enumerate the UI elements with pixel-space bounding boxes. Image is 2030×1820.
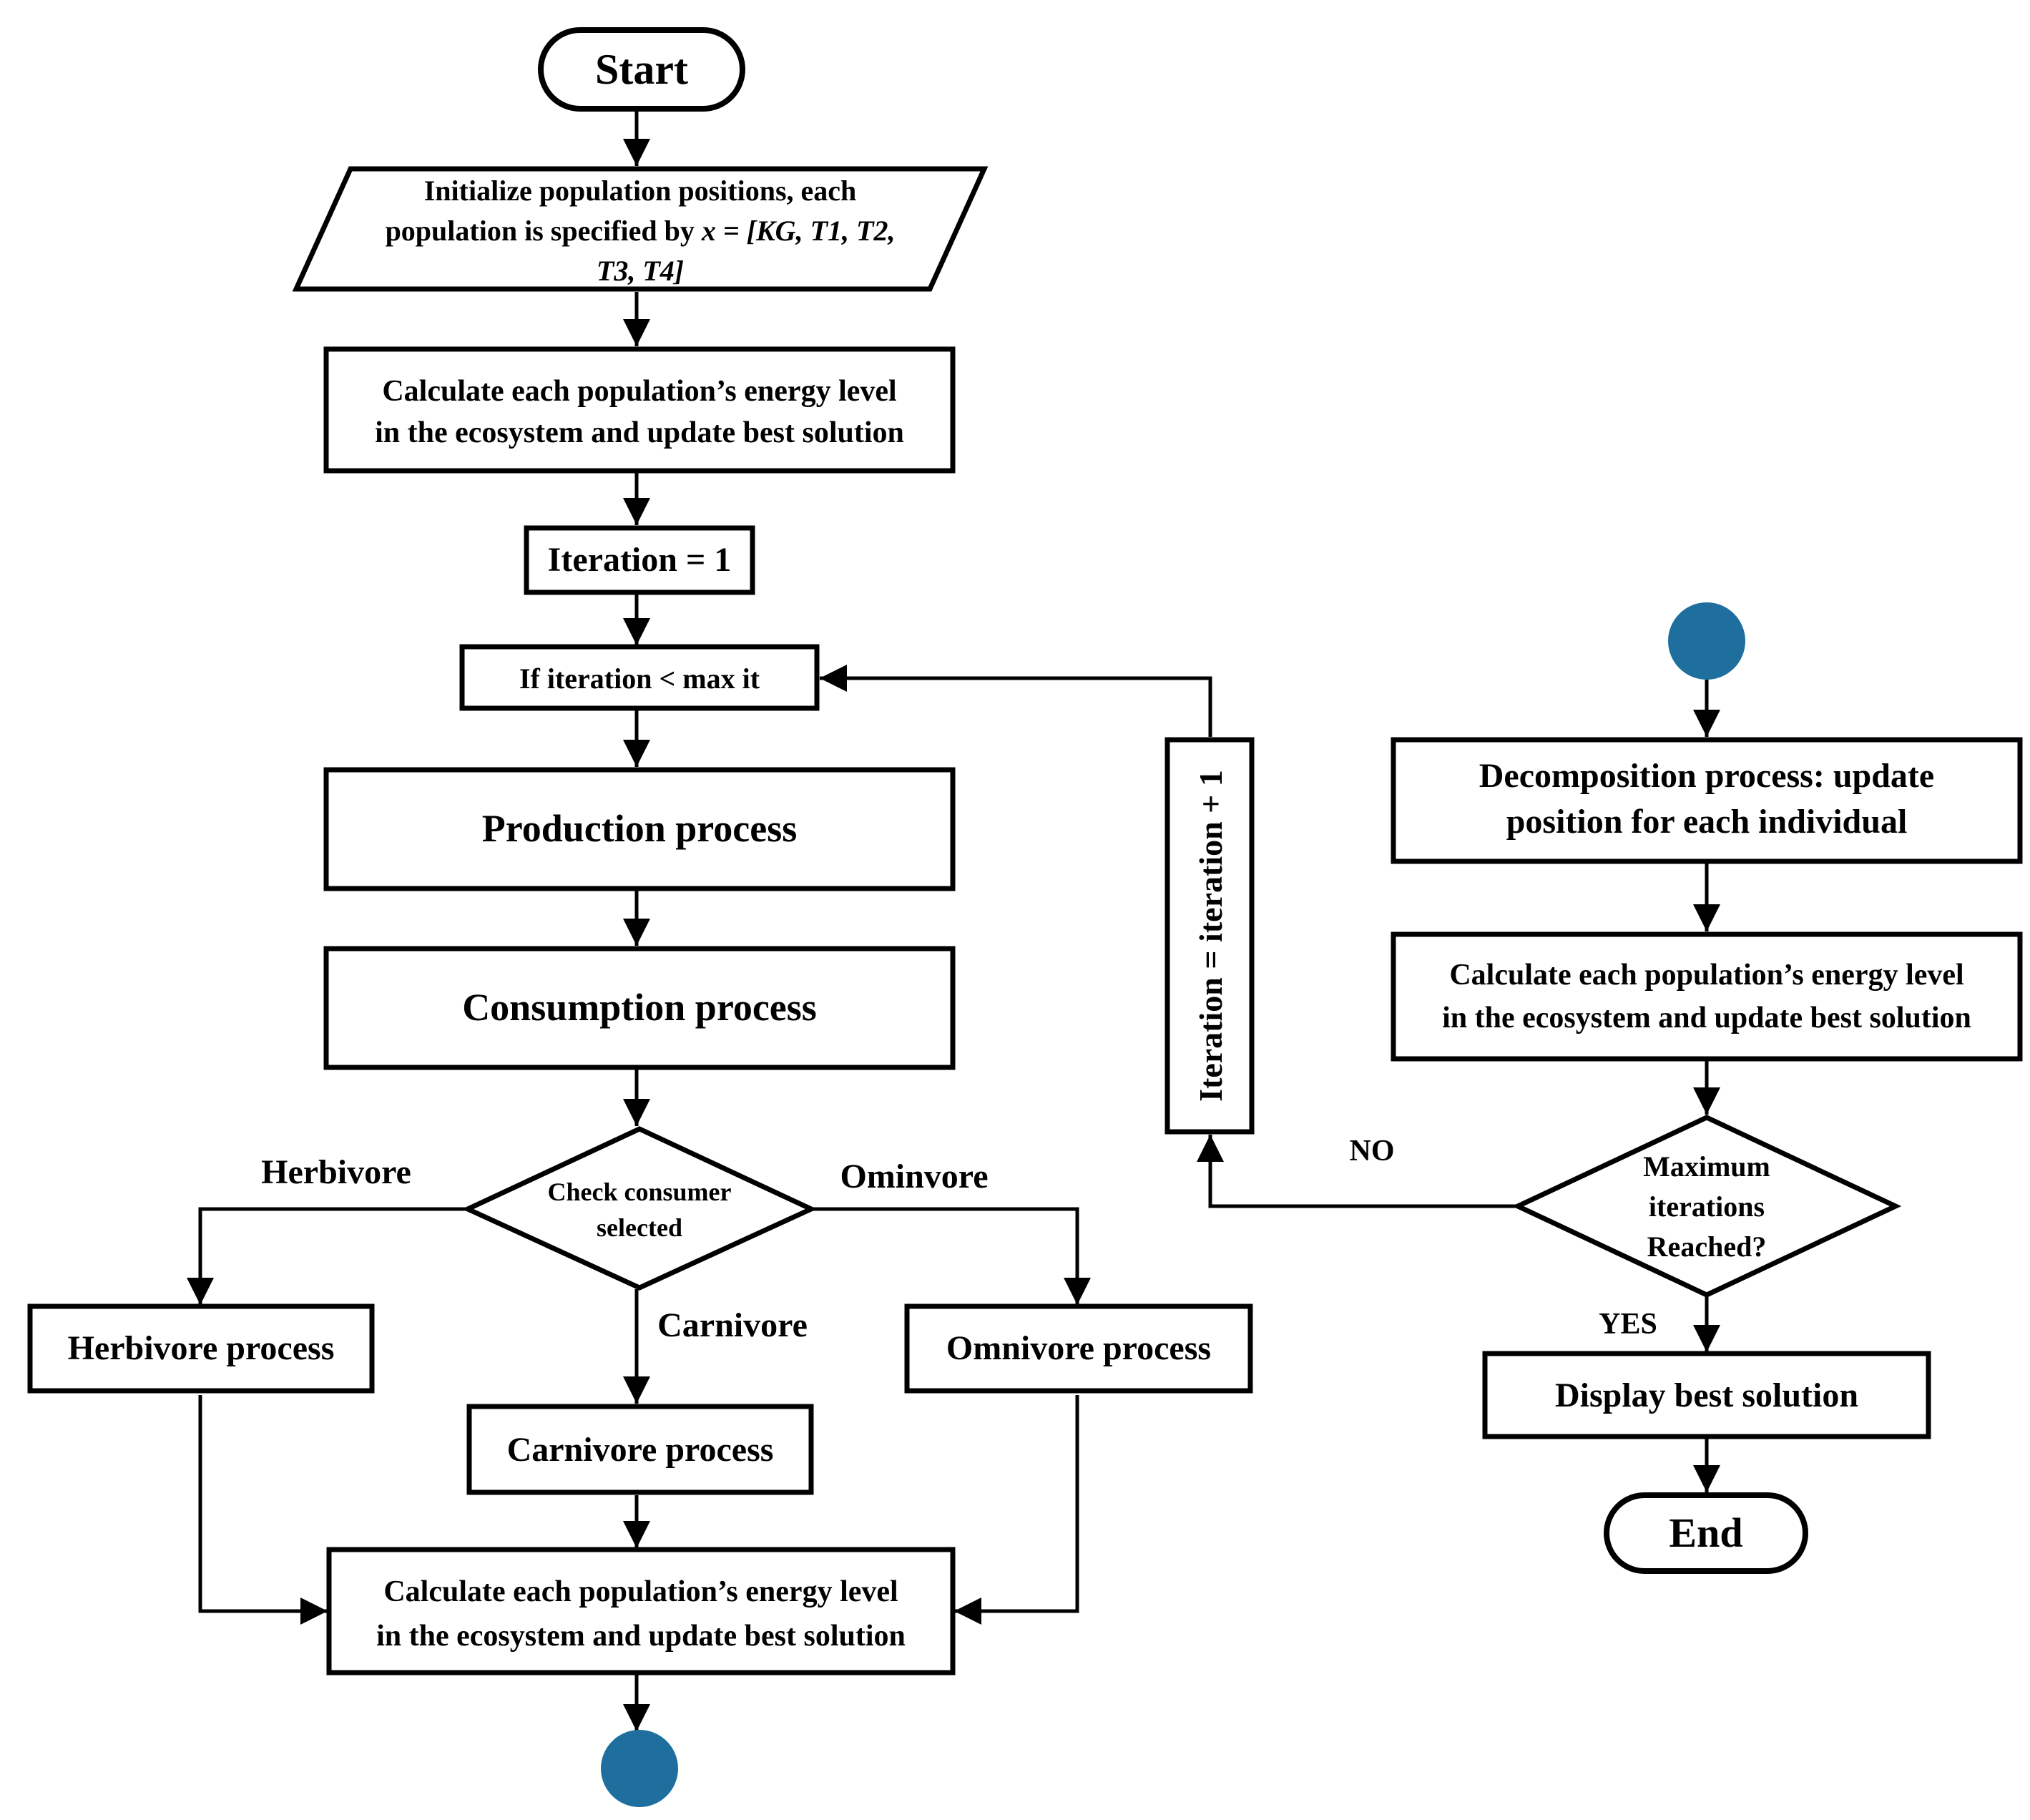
check-consumer-line1: Check consumer: [548, 1178, 732, 1206]
herbivore-process-shape: [27, 1303, 375, 1394]
herbivore-process-label: Herbivore process: [68, 1329, 335, 1367]
connector-circle-bottom: [601, 1730, 678, 1807]
arrow-herbivore-to-calc2: [198, 1395, 328, 1625]
initialize-shape: [292, 166, 989, 292]
arrow-max-no-to-increment: [1197, 1135, 1518, 1208]
calc-energy-1-line1: Calculate each population’s energy level: [382, 375, 896, 408]
arrow-check-to-herbivore: [187, 1207, 468, 1305]
consumption-label: Consumption process: [462, 986, 817, 1029]
calc-energy-shape-1: [323, 346, 956, 474]
production-box: Production process: [323, 767, 956, 891]
arrow-increment-to-condition: [820, 665, 1212, 737]
initialize-input: Initialize population positions, each po…: [292, 166, 989, 292]
arrow-omnivore-to-calc2: [954, 1395, 1079, 1625]
display-best-box: Display best solution: [1482, 1351, 1931, 1439]
calc-energy-box-3: Calculate each population’s energy level…: [1391, 931, 2023, 1062]
iteration-init-shape: [524, 525, 755, 595]
end-terminal: End: [1604, 1492, 1808, 1574]
display-best-shape: [1482, 1351, 1931, 1439]
calc-energy-shape-2: [326, 1547, 956, 1675]
calc-energy-1-line2: in the ecosystem and update best solutio…: [375, 416, 904, 449]
start-shape: [538, 27, 745, 112]
initialize-line1: Initialize population positions, each: [424, 175, 857, 207]
carnivore-process-label: Carnivore process: [507, 1431, 774, 1469]
herbivore-branch-label: Herbivore: [261, 1153, 411, 1191]
end-shape: [1604, 1492, 1808, 1574]
calc-energy-3-line1: Calculate each population’s energy level: [1449, 959, 1963, 992]
start-label: Start: [595, 46, 688, 93]
carnivore-branch-label: Carnivore: [657, 1306, 808, 1344]
production-label: Production process: [482, 807, 798, 850]
display-best-label: Display best solution: [1555, 1376, 1858, 1414]
omnivore-process-box: Omnivore process: [904, 1303, 1253, 1394]
decomposition-box: Decomposition process: update position f…: [1391, 737, 2023, 864]
decomposition-line2: position for each individual: [1506, 803, 1908, 841]
calc-energy-2-line2: in the ecosystem and update best solutio…: [376, 1620, 906, 1653]
no-label: NO: [1350, 1135, 1395, 1168]
yes-label: YES: [1599, 1308, 1657, 1341]
condition-shape: [459, 644, 820, 711]
iteration-increment-box: Iteration = iteration + 1: [1164, 737, 1255, 1135]
omnivore-process-shape: [904, 1303, 1253, 1394]
end-label: End: [1669, 1510, 1742, 1556]
max-iterations-shape: [1511, 1115, 1902, 1298]
max-iterations-decision: Maximum iterations Reached?: [1511, 1115, 1902, 1298]
carnivore-process-shape: [466, 1404, 814, 1495]
initialize-line3: T3, T4]: [597, 255, 684, 287]
iteration-increment-label: Iteration = iteration + 1: [1192, 770, 1229, 1102]
omnivore-process-label: Omnivore process: [946, 1329, 1211, 1367]
connector-circle-right: [1668, 602, 1745, 680]
initialize-line2: population is specified by x = [KG, T1, …: [386, 215, 896, 247]
flow-arrows: [187, 109, 1720, 1731]
calc-energy-3-line2: in the ecosystem and update best solutio…: [1442, 1002, 1971, 1034]
iteration-init-box: Iteration = 1: [524, 525, 755, 595]
max-iterations-line1: Maximum: [1643, 1150, 1770, 1183]
calc-energy-2-line1: Calculate each population’s energy level: [383, 1575, 898, 1608]
omnivore-branch-label: Ominvore: [840, 1158, 988, 1195]
iteration-init-label: Iteration = 1: [548, 541, 732, 579]
check-consumer-decision: Check consumer selected: [461, 1126, 818, 1291]
calc-energy-shape-3: [1391, 931, 2023, 1062]
start-terminal: Start: [538, 27, 745, 112]
condition-label: If iteration < max it: [519, 662, 760, 695]
consumption-box: Consumption process: [323, 946, 956, 1070]
iteration-increment-shape: [1164, 737, 1255, 1135]
herbivore-process-box: Herbivore process: [27, 1303, 375, 1394]
check-consumer-line2: selected: [597, 1213, 682, 1242]
calc-energy-box-1: Calculate each population’s energy level…: [323, 346, 956, 474]
max-iterations-line3: Reached?: [1647, 1231, 1767, 1263]
calc-energy-box-2: Calculate each population’s energy level…: [326, 1547, 956, 1675]
arrow-check-to-omnivore: [810, 1207, 1091, 1305]
condition-box: If iteration < max it: [459, 644, 820, 711]
check-consumer-shape: [461, 1126, 818, 1291]
max-iterations-line2: iterations: [1649, 1190, 1765, 1223]
carnivore-process-box: Carnivore process: [466, 1404, 814, 1495]
decomposition-line1: Decomposition process: update: [1479, 757, 1934, 795]
production-shape: [323, 767, 956, 891]
consumption-shape: [323, 946, 956, 1070]
decomposition-shape: [1391, 737, 2023, 864]
